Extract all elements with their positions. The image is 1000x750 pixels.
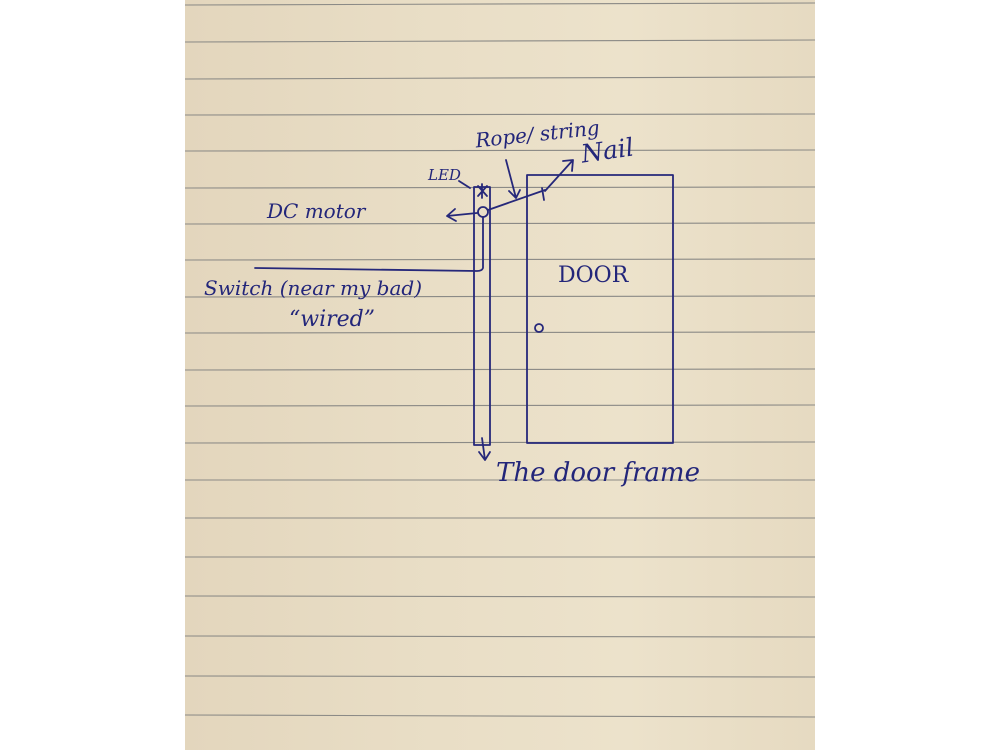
motor-arrow — [446, 208, 478, 222]
dc-motor-label: DC motor — [267, 199, 366, 223]
led-star-icon — [477, 183, 488, 199]
ruled-lines — [185, 2, 815, 718]
door-frame-label: The door frame — [496, 458, 700, 488]
wired-label: “wired” — [289, 307, 375, 332]
switch-wire — [254, 216, 484, 272]
frame-arrow — [478, 437, 491, 461]
door-sketch — [254, 159, 674, 461]
door-label: DOOR — [558, 263, 629, 288]
led-arrow — [458, 180, 471, 189]
led-label: LED — [428, 166, 461, 184]
door-outline — [526, 174, 674, 444]
door-knob — [534, 323, 544, 333]
nail-mark — [541, 187, 545, 201]
nail-arrow — [544, 159, 574, 192]
door-frame-strip — [473, 186, 491, 446]
dc-motor-symbol — [477, 206, 489, 218]
rope-line — [487, 189, 546, 211]
rope-arrow — [505, 159, 521, 199]
switch-label: Switch (near my bad) — [204, 276, 423, 300]
nail-label: Nail — [579, 132, 636, 169]
notebook-page: LED Rope/ string Nail DC motor DOOR Swit… — [185, 0, 815, 750]
